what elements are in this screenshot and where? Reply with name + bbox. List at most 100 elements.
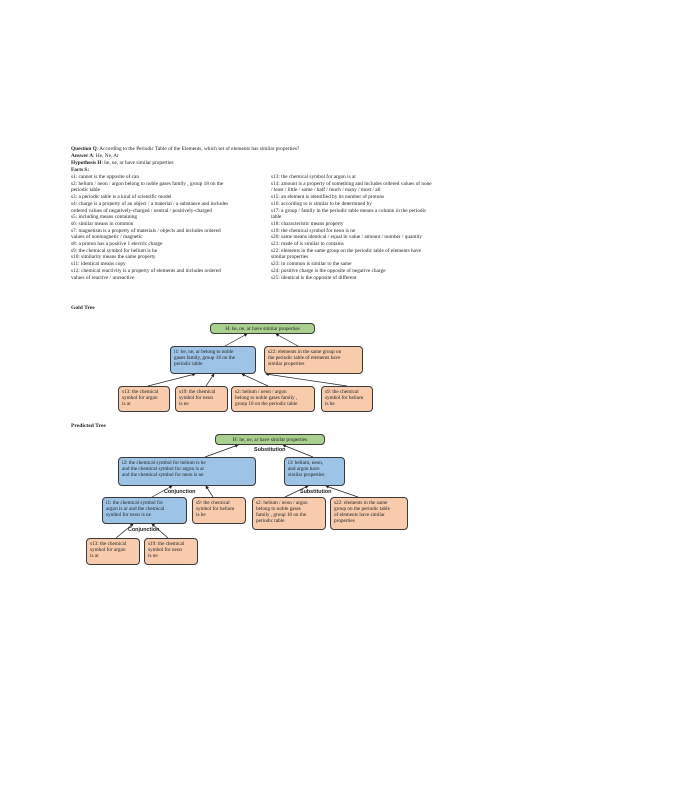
question-text: : According to the Periodic Table of the… [96,146,300,152]
fact-line: periodic table [71,187,100,194]
question-label: Question Q [71,146,97,152]
fact-line: s13: the chemical symbol for argon is ar [271,174,357,180]
hypothesis-label: Hypothesis H [71,160,102,166]
fact-line: s7: magnetism is a property of materials… [71,227,221,234]
fact-line: s19: the chemical symbol for neon is ne [271,227,356,234]
fact-line: s9: the chemical symbol for helium is he [71,247,158,254]
gold-edge-i1-root [224,333,248,347]
pred-edge-s9-i2 [205,485,214,498]
node-text-line: s19: the chemical [179,388,216,395]
gold-edge-s9-i1 [265,372,348,387]
node-text-line: of elements have similar [334,512,385,519]
pred-edge-i3-root [282,444,314,458]
fact-line: s11: identical means copy [71,261,126,268]
fact-line: s4: charge is a property of an object / … [71,200,229,207]
node-text-line: symbol for argon [90,546,126,553]
node-text-line: s22: elements in the same group on [268,348,342,355]
pred-substitution-label-right: Substitution [300,489,332,495]
pred-edge-s2-i3 [284,485,309,498]
fact-line: s10: similarity means the same property [71,254,156,261]
fact-line: s6: similar means in common [71,220,134,227]
pred-edge-s22-i3 [325,485,359,498]
node-text-line: s2: helium / neon / argon [235,388,287,395]
node-text-line: and argon have [288,465,320,472]
fact-line: s22: elements in the same group on the p… [271,247,422,254]
fact-line: s5: including means containing [71,214,138,221]
facts-list-right: s13: the chemical symbol for argon is ar… [271,174,432,281]
node-text-line: i3: helium, neon, [288,459,324,466]
answer-label: Answer A [71,153,94,159]
node-text-line: is ar [90,553,99,560]
node-text-line: belong to noble gases family , [235,394,298,401]
fact-line: s16: according to is similar to be deter… [271,200,372,207]
node-text-line: periodic table [256,518,285,525]
predicted-tree-title: Predicted Tree [71,423,106,429]
node-text-line: i1: the chemical symbol for [106,499,164,506]
fact-line: s23: in common is similar to the same [271,261,352,268]
node-text-line: family , group 18 on the [256,512,307,519]
gold-edge-s13-i1 [147,372,196,387]
fact-line: ordered values of negatively-charged / n… [71,207,212,214]
fact-line: s17: a group / family in the periodic ta… [271,207,427,214]
fact-line: similar properties [271,254,309,261]
fact-line: / least / little / some / half / much / … [271,187,381,194]
node-text-line: is ar [122,401,131,408]
fact-line: table [271,214,282,221]
facts-colon: : [87,167,90,173]
node-text-line: symbol for neon is ne [106,512,151,519]
node-text-line: periodic table [174,361,203,368]
node-text-line: the periodic table of elements have [268,354,341,361]
node-text-line: i2: the chemical symbol for helium is he [122,459,206,466]
fact-line: s20: same means identical / equal in val… [271,234,423,241]
pred-edge-i1-i2 [151,485,173,498]
pred-conjunction-label-mid: Conjunction [164,489,196,495]
pred-edge-s13-i1 [115,523,134,539]
node-text-line: and the chemical symbol for neon is ne [122,472,204,479]
node-text-line: symbol for neon [179,394,214,401]
node-text-line: gases family, group 18 on the [174,354,236,361]
node-text-line: s13: the chemical [90,540,127,547]
node-text-line: similar properties [288,472,325,479]
fact-line: s15: an element is identified by its num… [271,194,385,201]
pred-edge-i2-root [204,444,239,458]
node-text-line: argon is ar and the chemical [106,505,165,512]
node-text-line: is ne [179,401,189,408]
node-text-line: is ne [148,553,158,560]
answer-line: Answer A: He, Ne, Ar [71,153,119,160]
fact-line: s3: a periodic table is a kind of scient… [71,194,172,201]
pred-hypothesis-node: H: he, ne, ar have similar properties [215,434,325,445]
pred-conjunction-label-low: Conjunction [128,527,160,533]
fact-line: values of reactive / unreactive [71,274,135,281]
node-text-line: group on the periodic table [334,505,390,512]
node-text-line: and the chemical symbol for argon is ar [122,465,205,472]
pred-edge-s19-i1 [151,523,169,539]
fact-line: s14: amount is a property of something a… [271,180,432,187]
node-text-line: s19: the chemical [148,540,185,547]
gold-tree-title: Gold Tree [71,305,95,311]
fact-line: values of nonmagnetic / magnetic [71,234,143,241]
gold-hypothesis-node: H: he, ne, ar have similar properties [210,323,315,334]
node-text-line: symbol for helium [196,505,235,512]
node-text-line: s2: helium / neon / argon [256,499,308,506]
fact-line: s21: made of is similar to contains [271,241,344,248]
gold-edge-s22-root [275,333,299,347]
pred-i2-node: i2: the chemical symbol for helium is he… [118,457,256,486]
node-text-line: s9: the chemical [325,388,359,395]
facts-label: Facts S [71,167,88,173]
node-text-line: similar properties [268,361,305,368]
node-text-line: symbol for helium [325,394,364,401]
node-text-line: group 18 on the periodic table [235,401,298,408]
node-text-line: is he [325,401,335,408]
pred-substitution-label-top: Substitution [254,447,286,453]
facts-line: Facts S: [71,167,89,174]
